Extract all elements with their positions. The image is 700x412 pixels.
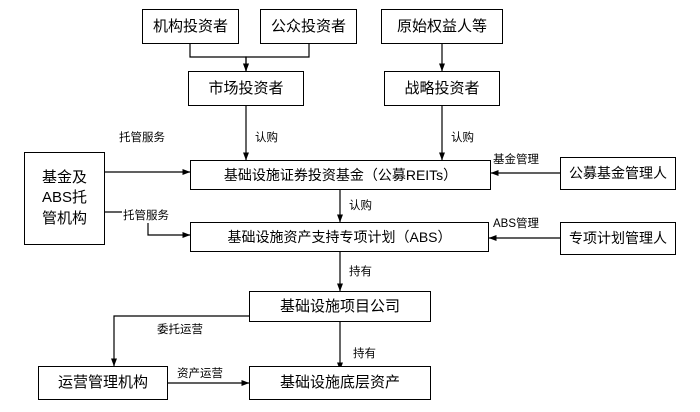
edge-label-abs-manage: ABS管理 xyxy=(492,215,541,231)
node-label: 公募基金管理人 xyxy=(569,165,667,182)
edge-label-custody-service-2: 托管服务 xyxy=(122,207,170,223)
edge-label-custody-service-1: 托管服务 xyxy=(118,129,166,145)
node-label: 运营管理机构 xyxy=(57,374,148,392)
node-original-owner[interactable]: 原始权益人等 xyxy=(381,9,503,44)
node-label: 基础设施项目公司 xyxy=(279,297,400,315)
node-custody-org[interactable]: 基金及 ABS托 管机构 xyxy=(24,152,105,245)
node-underlying-asset[interactable]: 基础设施底层资产 xyxy=(249,366,431,400)
node-label: 市场投资者 xyxy=(208,79,284,97)
node-project-company[interactable]: 基础设施项目公司 xyxy=(249,291,431,322)
node-label: 战略投资者 xyxy=(404,79,480,97)
edge-label-fund-manage: 基金管理 xyxy=(492,151,540,167)
node-strategy-investor[interactable]: 战略投资者 xyxy=(384,71,500,106)
edge-label-asset-operation: 资产运营 xyxy=(176,365,224,381)
edge-label-hold-2: 持有 xyxy=(352,345,377,361)
node-label: 公众投资者 xyxy=(270,17,346,35)
node-label: 基金及 ABS托 管机构 xyxy=(41,169,87,227)
node-label: 基础设施证券投资基金（公募REITs） xyxy=(223,166,458,183)
node-label: 专项计划管理人 xyxy=(569,230,667,247)
edge-label-hold-1: 持有 xyxy=(348,263,373,279)
node-label: 基础设施资产支持专项计划（ABS） xyxy=(227,228,452,245)
edge-label-subscribe-1: 认购 xyxy=(254,129,279,145)
node-fund-manager[interactable]: 公募基金管理人 xyxy=(560,157,676,190)
edge-label-entrust-operation: 委托运营 xyxy=(156,321,204,337)
node-label: 基础设施底层资产 xyxy=(279,374,400,392)
edge-label-subscribe-2: 认购 xyxy=(450,129,475,145)
node-label: 机构投资者 xyxy=(152,17,228,35)
node-label: 原始权益人等 xyxy=(396,17,487,35)
node-abs-plan[interactable]: 基础设施资产支持专项计划（ABS） xyxy=(190,222,489,252)
node-operation-org[interactable]: 运营管理机构 xyxy=(38,366,168,400)
edge-label-subscribe-3: 认购 xyxy=(348,197,373,213)
node-inst-investor[interactable]: 机构投资者 xyxy=(142,9,239,44)
node-market-investor[interactable]: 市场投资者 xyxy=(188,71,304,106)
node-public-investor[interactable]: 公众投资者 xyxy=(260,9,357,44)
node-reits-fund[interactable]: 基础设施证券投资基金（公募REITs） xyxy=(190,160,491,190)
node-plan-manager[interactable]: 专项计划管理人 xyxy=(560,222,676,255)
